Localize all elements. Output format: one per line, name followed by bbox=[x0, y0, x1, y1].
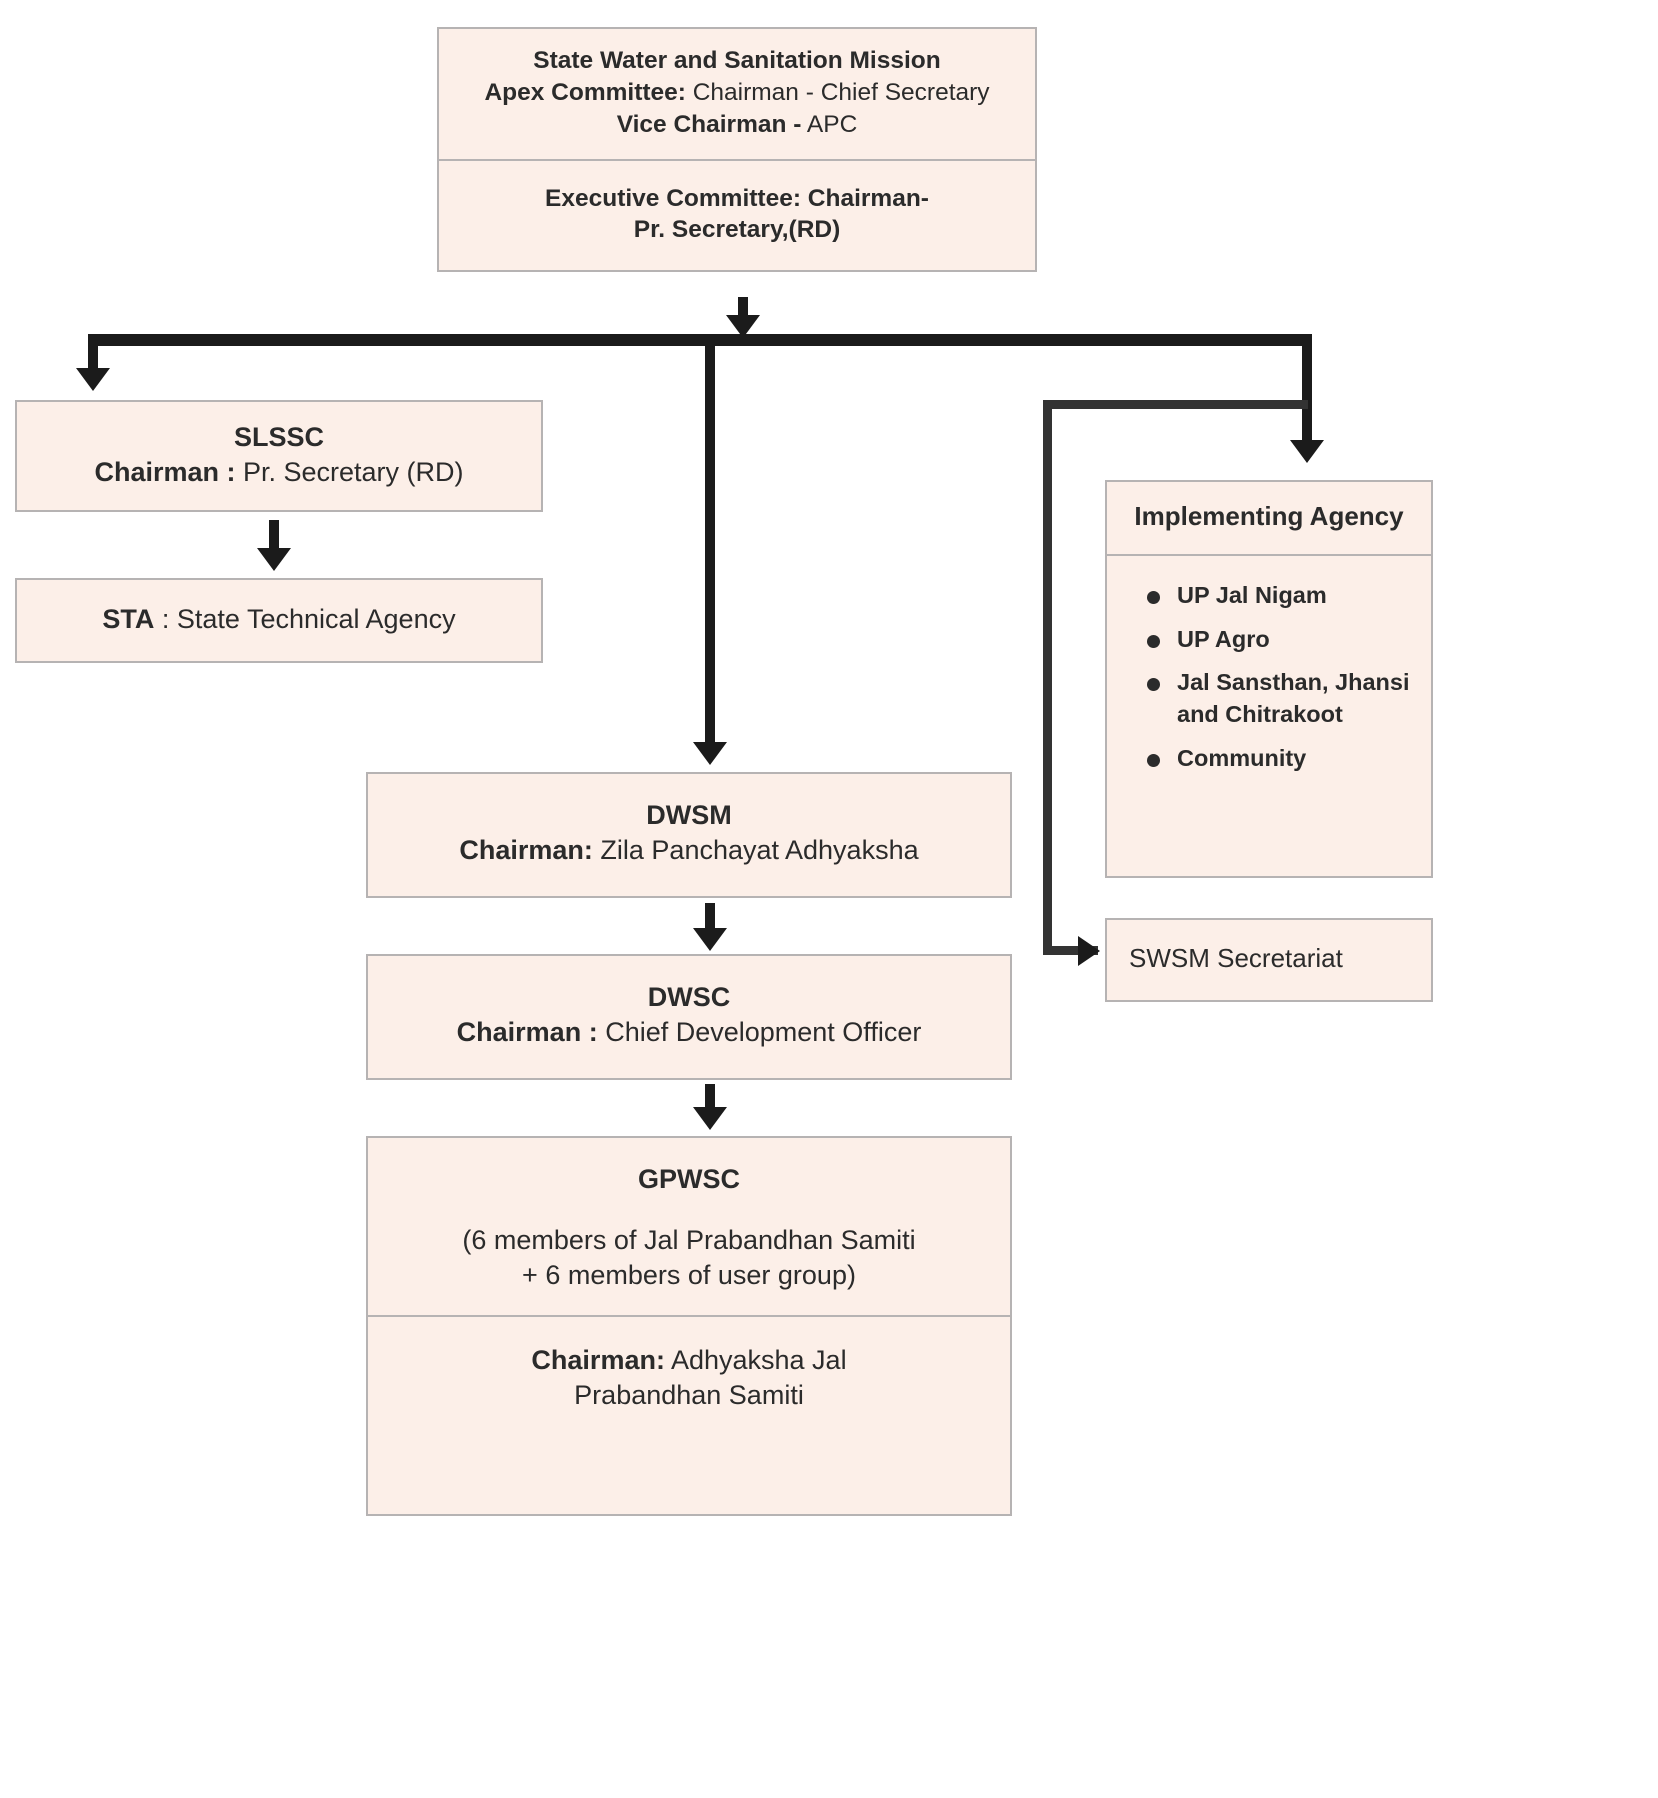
implementing-agency-item-2-continuation: and Chitrakoot bbox=[1177, 700, 1343, 727]
node-dwsc[interactable]: DWSC Chairman : Chief Development Office… bbox=[366, 954, 1012, 1081]
arrowhead-bus-to-dwsm bbox=[693, 742, 727, 765]
swsm-secretariat-title: SWSM Secretariat bbox=[1129, 943, 1343, 973]
sta-abbr: STA bbox=[102, 604, 155, 634]
implementing-agency-list: UP Jal Nigam UP Agro Jal Sansthan, Jhans… bbox=[1113, 580, 1425, 775]
connector-dwsm-to-dwsc bbox=[705, 903, 715, 937]
list-item[interactable]: UP Agro bbox=[1143, 624, 1415, 656]
connector-bus-to-slssc bbox=[88, 334, 98, 382]
gpwsc-top-section: GPWSC (6 members of Jal Prabandhan Samit… bbox=[368, 1138, 1010, 1315]
arrowhead-to-swsm-secretariat bbox=[1078, 936, 1100, 966]
connector-bus-horizontal bbox=[88, 334, 1312, 346]
node-implementing-agency[interactable]: Implementing Agency UP Jal Nigam UP Agro… bbox=[1105, 480, 1433, 878]
connector-bus-to-dwsm bbox=[705, 334, 715, 756]
swsm-apex-section: State Water and Sanitation Mission Apex … bbox=[439, 29, 1035, 159]
gpwsc-title: GPWSC bbox=[637, 1164, 740, 1194]
dwsc-body: DWSC Chairman : Chief Development Office… bbox=[368, 956, 1010, 1078]
slssc-chairman-value: Pr. Secretary (RD) bbox=[235, 457, 464, 488]
connector-secretariat-horizontal-top bbox=[1043, 400, 1308, 409]
connector-dwsc-to-gpwsc bbox=[705, 1084, 715, 1118]
connector-secretariat-horizontal-bottom bbox=[1043, 946, 1098, 955]
implementing-agency-header: Implementing Agency bbox=[1107, 482, 1431, 554]
implementing-agency-item-1: UP Agro bbox=[1177, 625, 1270, 652]
sta-body: STA : State Technical Agency bbox=[17, 580, 541, 661]
swsm-executive-section: Executive Committee: Chairman- Pr. Secre… bbox=[439, 158, 1035, 271]
arrowhead-slssc-to-sta bbox=[257, 548, 291, 571]
node-gpwsc[interactable]: GPWSC (6 members of Jal Prabandhan Samit… bbox=[366, 1136, 1012, 1516]
connector-slssc-to-sta bbox=[269, 520, 279, 558]
list-item[interactable]: UP Jal Nigam bbox=[1143, 580, 1415, 612]
dwsm-chairman-value: Zila Panchayat Adhyaksha bbox=[592, 835, 919, 866]
gpwsc-chairman-line2: Prabandhan Samiti bbox=[574, 1380, 804, 1411]
node-dwsm[interactable]: DWSM Chairman: Zila Panchayat Adhyaksha bbox=[366, 772, 1012, 899]
node-sta[interactable]: STA : State Technical Agency bbox=[15, 578, 543, 664]
implementing-agency-title: Implementing Agency bbox=[1134, 501, 1404, 531]
node-swsm-secretariat[interactable]: SWSM Secretariat bbox=[1105, 918, 1433, 1002]
swsm-apex-label: Apex Committee: bbox=[484, 78, 686, 106]
gpwsc-chairman-value: Adhyaksha Jal bbox=[664, 1345, 847, 1376]
implementing-agency-item-3: Community bbox=[1177, 744, 1307, 771]
swsm-vice-chairman-label: Vice Chairman - bbox=[616, 110, 802, 138]
connector-bus-to-implementing-agency bbox=[1302, 334, 1312, 454]
list-item[interactable]: Community bbox=[1143, 743, 1415, 775]
connector-secretariat-vertical bbox=[1043, 400, 1052, 955]
dwsc-chairman-label: Chairman : bbox=[456, 1017, 598, 1048]
gpwsc-chairman-section: Chairman: Adhyaksha Jal Prabandhan Samit… bbox=[368, 1315, 1010, 1437]
dwsm-chairman-label: Chairman: bbox=[459, 835, 593, 866]
dwsm-body: DWSM Chairman: Zila Panchayat Adhyaksha bbox=[368, 774, 1010, 896]
list-item[interactable]: Jal Sansthan, Jhansi and Chitrakoot bbox=[1143, 667, 1415, 730]
implementing-agency-item-0: UP Jal Nigam bbox=[1177, 581, 1327, 608]
node-swsm[interactable]: State Water and Sanitation Mission Apex … bbox=[437, 27, 1037, 273]
implementing-agency-list-section: UP Jal Nigam UP Agro Jal Sansthan, Jhans… bbox=[1107, 553, 1431, 797]
swsm-apex-value: Chairman - Chief Secretary bbox=[685, 78, 990, 106]
sta-description: : State Technical Agency bbox=[154, 604, 456, 634]
connector-swsm-to-bus bbox=[738, 297, 748, 323]
arrowhead-dwsc-to-gpwsc bbox=[693, 1107, 727, 1130]
gpwsc-composition-line1: (6 members of Jal Prabandhan Samiti bbox=[462, 1225, 916, 1256]
node-slssc[interactable]: SLSSC Chairman : Pr. Secretary (RD) bbox=[15, 400, 543, 513]
slssc-body: SLSSC Chairman : Pr. Secretary (RD) bbox=[17, 402, 541, 510]
implementing-agency-item-2: Jal Sansthan, Jhansi bbox=[1177, 669, 1410, 696]
arrowhead-swsm-to-bus bbox=[726, 315, 760, 338]
dwsc-title: DWSC bbox=[647, 982, 731, 1012]
slssc-title: SLSSC bbox=[233, 422, 325, 452]
arrowhead-bus-to-implementing-agency bbox=[1290, 440, 1324, 463]
gpwsc-composition-line2: + 6 members of user group) bbox=[522, 1260, 856, 1291]
swsm-vice-chairman-value: APC bbox=[801, 110, 858, 138]
gpwsc-chairman-label: Chairman: bbox=[531, 1345, 665, 1376]
dwsc-chairman-value: Chief Development Officer bbox=[597, 1017, 922, 1048]
arrowhead-dwsm-to-dwsc bbox=[693, 928, 727, 951]
swsm-exec-line1: Executive Committee: Chairman- bbox=[545, 184, 929, 212]
dwsm-title: DWSM bbox=[646, 800, 732, 830]
arrowhead-bus-to-slssc bbox=[76, 368, 110, 391]
slssc-chairman-label: Chairman : bbox=[94, 457, 236, 488]
swsm-secretariat-body: SWSM Secretariat bbox=[1107, 920, 1431, 1000]
swsm-apex-title: State Water and Sanitation Mission bbox=[533, 47, 941, 74]
swsm-exec-line2: Pr. Secretary,(RD) bbox=[633, 216, 841, 244]
